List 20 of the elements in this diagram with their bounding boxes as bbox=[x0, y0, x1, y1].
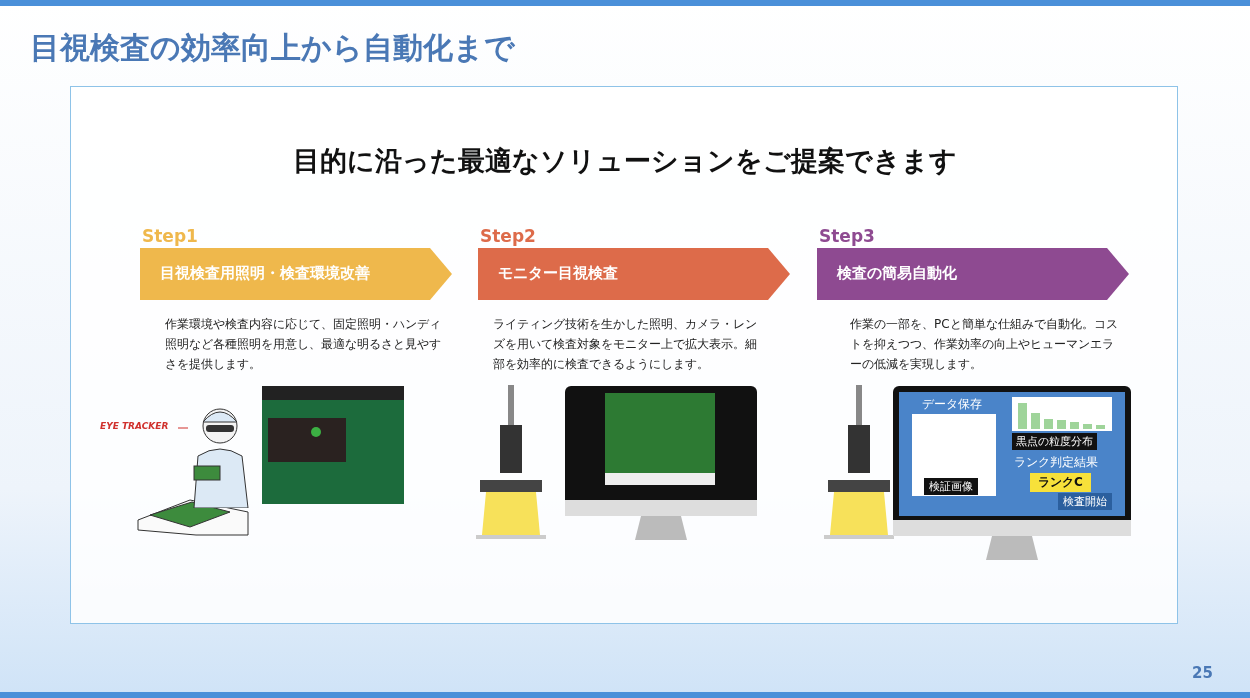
step-heading: Step2 bbox=[480, 226, 536, 246]
step-description: 作業環境や検査内容に応じて、固定照明・ハンディ照明など各種照明を用意し、最適な明るさと見やすさを提供します。 bbox=[165, 316, 442, 373]
step-heading: Step1 bbox=[142, 226, 198, 246]
result-value: ランクC bbox=[1030, 473, 1091, 492]
chart-caption: 黒点の粒度分布 bbox=[1012, 433, 1097, 450]
callout-text: EYE TRACKER bbox=[100, 418, 178, 434]
image-caption: 検証画像 bbox=[924, 478, 978, 495]
result-heading: ランク判定結果 bbox=[1014, 454, 1098, 471]
subtitle: 目的に沿った最適なソリューションをご提案できます bbox=[292, 144, 958, 178]
start-button: 検査開始 bbox=[1058, 493, 1112, 510]
step-heading: Step3 bbox=[819, 226, 875, 246]
step-title: 目視検査用照明・検査環境改善 bbox=[160, 264, 370, 283]
screen-heading: データ保存 bbox=[922, 396, 982, 413]
step-description: 作業の一部を、PCと簡単な仕組みで自動化。コストを抑えつつ、作業効率の向上やヒューマンエラーの低減を実現します。 bbox=[850, 316, 1119, 373]
step-title: モニター目視検査 bbox=[498, 264, 618, 283]
step-title: 検査の簡易自動化 bbox=[837, 264, 957, 283]
leader-line bbox=[177, 427, 189, 429]
slide-title: 目視検査の効率向上から自動化まで bbox=[30, 29, 515, 67]
step-description: ライティング技術を生かした照明、カメラ・レンズを用いて検査対象をモニター上で拡大表示。細部を効率的に検査できるようにします。 bbox=[493, 316, 758, 373]
page-number: 25 bbox=[1192, 664, 1213, 682]
